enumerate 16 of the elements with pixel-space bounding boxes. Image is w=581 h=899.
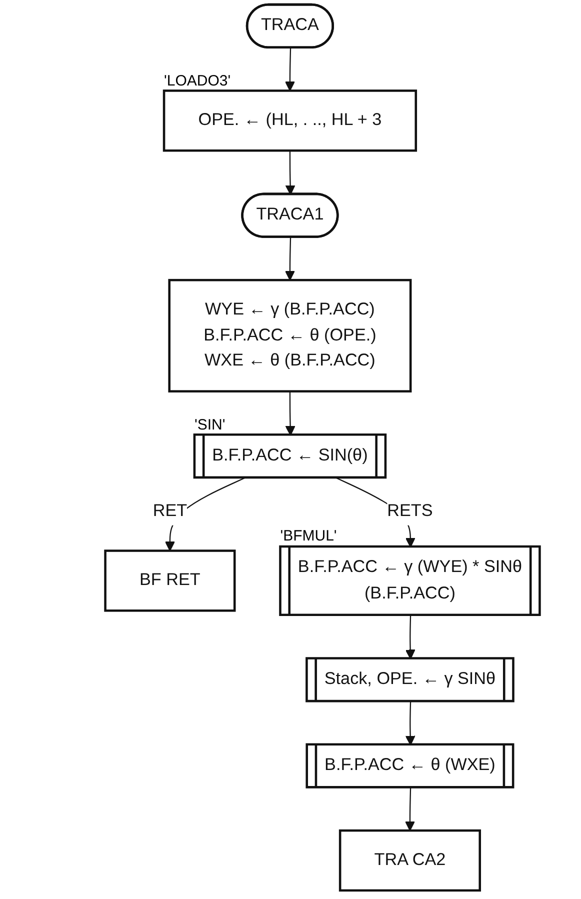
- arrow: [405, 615, 416, 660]
- subroutine-name: 'SIN': [194, 416, 226, 434]
- arrow: [284, 237, 295, 281]
- subroutine-name: 'LOADO3': [164, 72, 231, 90]
- node-box: OPE. ← (HL, . .., HL + 3: [162, 90, 418, 152]
- arrow: [285, 391, 296, 436]
- arrow: [284, 48, 295, 92]
- subroutine-name: 'BFMUL': [280, 528, 337, 545]
- node-box: TRA CA2: [338, 829, 481, 892]
- arrow: [285, 150, 296, 195]
- edge-label: RETS: [387, 501, 433, 521]
- arrow: [405, 702, 416, 746]
- edge-label: RET: [152, 501, 188, 521]
- node-box: WYE ← γ (B.F.P.ACC) B.F.P.ACC ← θ (OPE.) WXE ← θ (B.F.P.ACC): [168, 278, 412, 392]
- node-box: BF RET: [104, 550, 236, 612]
- arrow: [404, 788, 415, 831]
